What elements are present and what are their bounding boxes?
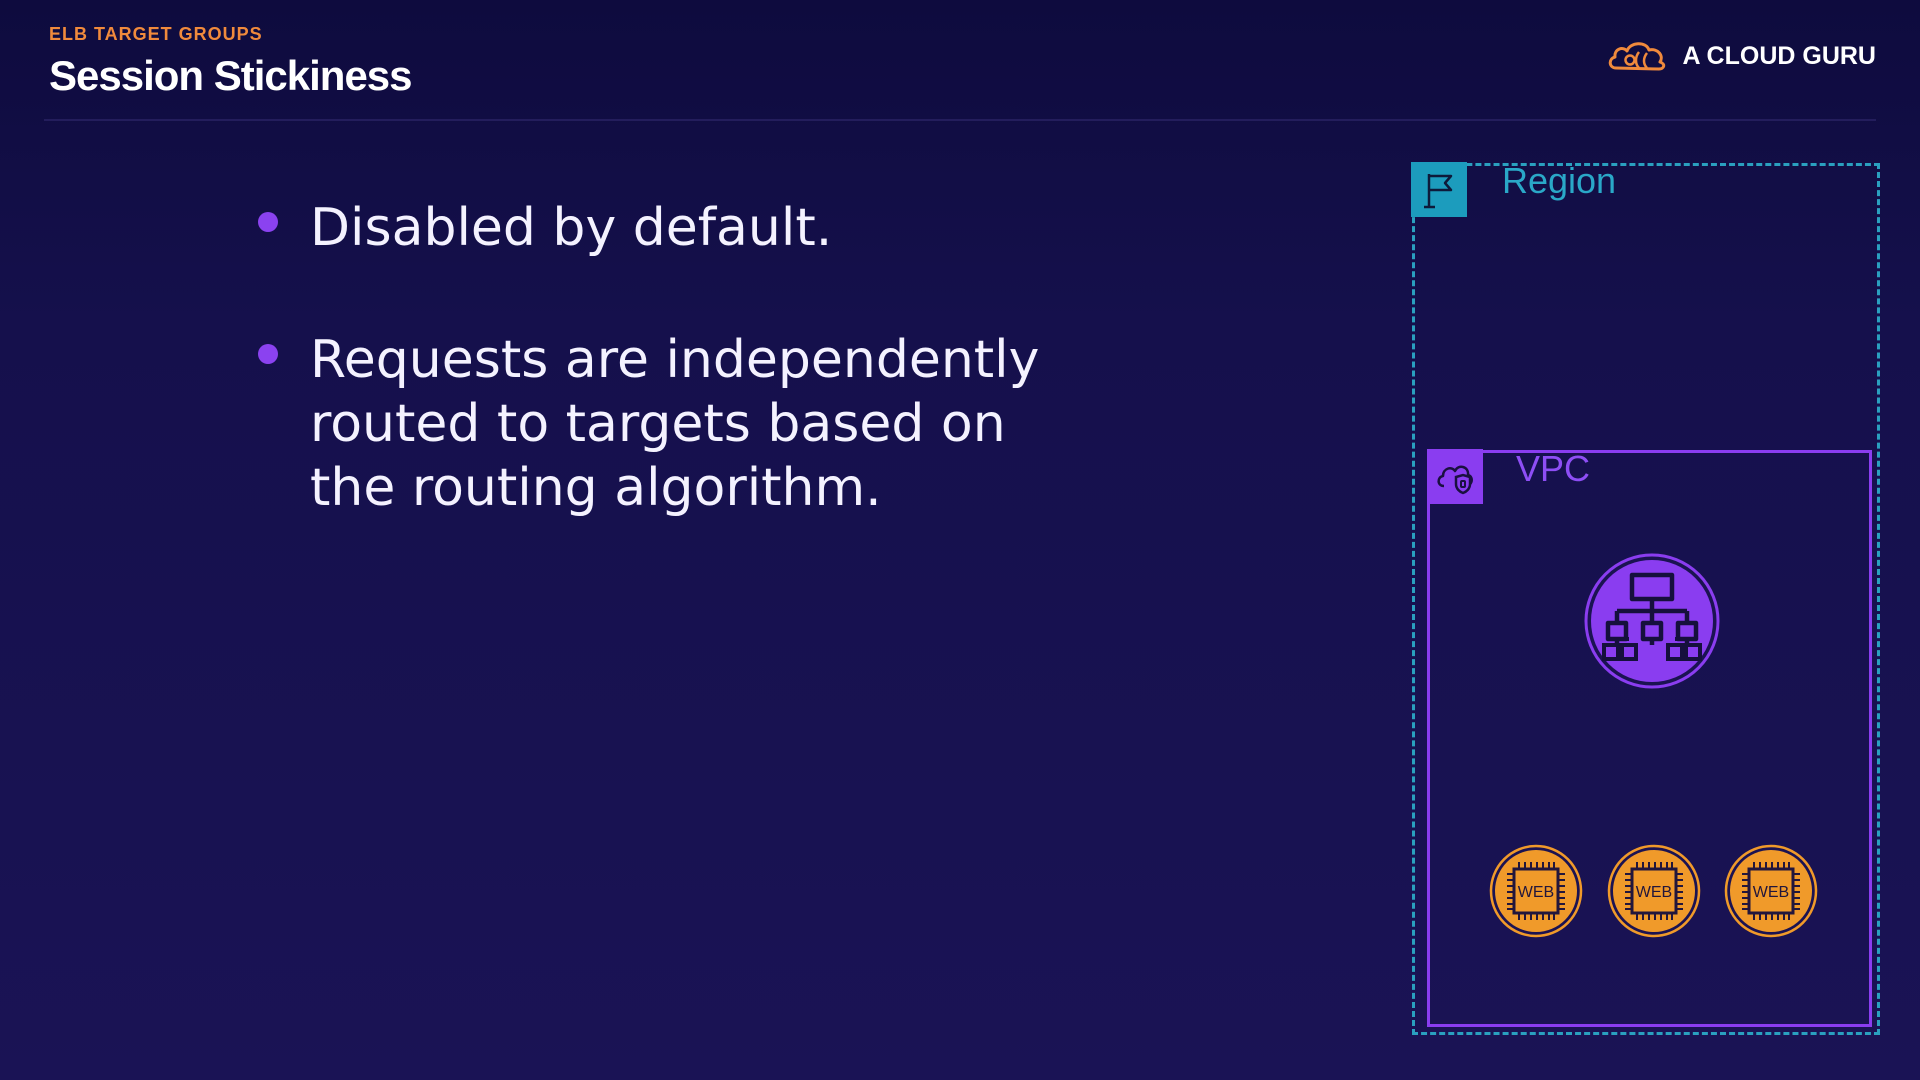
web-label: WEB — [1518, 884, 1554, 901]
bullet-item: Disabled by default. — [256, 196, 1086, 260]
vpc-label: VPC — [1516, 448, 1591, 489]
region-flag-icon-tile — [1411, 162, 1467, 217]
cloud-lock-icon — [1437, 465, 1473, 494]
region-label: Region — [1502, 160, 1617, 201]
flag-icon — [1424, 173, 1453, 208]
web-server-icon: WEB — [1489, 844, 1583, 938]
slide-title: Session Stickiness — [49, 52, 413, 99]
load-balancer-icon — [1584, 553, 1720, 689]
slide-subtitle: ELB TARGET GROUPS — [49, 24, 263, 44]
cloud-logo-icon — [1609, 42, 1666, 71]
bullet-dot — [258, 344, 278, 364]
bullet-dot — [258, 212, 278, 232]
vpc-boundary — [1427, 450, 1872, 1027]
vpc-icon-tile — [1427, 449, 1483, 504]
web-server-icon: WEB — [1724, 844, 1818, 938]
header-divider — [44, 119, 1876, 121]
web-label: WEB — [1753, 884, 1789, 901]
region-boundary — [1412, 163, 1880, 1035]
bullet-text: Disabled by default. — [310, 198, 833, 258]
brand-logo: A CLOUD GURU — [1606, 36, 1876, 76]
bullet-item: Requests are independently routed to tar… — [256, 328, 1086, 520]
web-server-icon: WEB — [1607, 844, 1701, 938]
brand-name: A CLOUD GURU — [1682, 41, 1876, 70]
bullet-text: Requests are independently routed to tar… — [310, 330, 1040, 518]
bullet-list: Disabled by default. Requests are indepe… — [256, 196, 1086, 520]
web-label: WEB — [1636, 884, 1672, 901]
